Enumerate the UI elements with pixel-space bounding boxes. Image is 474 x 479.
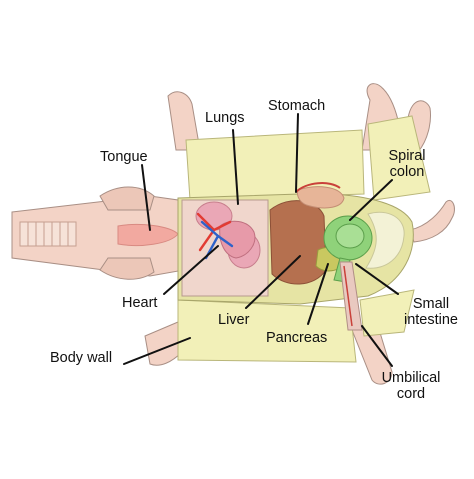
lower-hind-leg [351, 325, 393, 385]
upper-body-wall-flap [185, 129, 365, 201]
label-lungs: Lungs [205, 110, 245, 126]
tail [409, 200, 455, 243]
palate-ridge-lines [27, 222, 69, 246]
label-stomach: Stomach [268, 98, 326, 114]
liver-shape [269, 200, 327, 285]
label-small-intestine-line1: Small [412, 296, 450, 312]
label-liver: Liver [218, 312, 250, 328]
label-heart: Heart [122, 295, 158, 311]
label-spiral-colon: Spiral colon [384, 148, 430, 180]
label-umbilical-cord-line1: Umbilical [381, 370, 441, 386]
label-umbilical-cord: Umbilical cord [376, 370, 446, 402]
label-spiral-colon-line2: colon [389, 164, 425, 180]
label-pancreas: Pancreas [266, 330, 328, 346]
jaw-flap-upper [99, 186, 155, 211]
leader-lines [123, 113, 399, 367]
upper-right-flap [367, 115, 431, 201]
blood-vessels [196, 212, 234, 260]
label-tongue: Tongue [100, 149, 148, 165]
label-small-intestine-line2: intestine [403, 312, 458, 328]
small-intestine-shape [365, 211, 405, 269]
label-small-intestine: Small intestine [396, 296, 466, 328]
stomach-shape [297, 186, 345, 209]
label-spiral-colon-line1: Spiral [388, 148, 426, 164]
spiral-colon-inner [335, 223, 365, 249]
umbilical-vessel [343, 265, 353, 327]
palate-ridges [19, 221, 77, 247]
heart-shape [219, 220, 256, 259]
stomach-red-lining [295, 182, 341, 193]
label-body-wall: Body wall [50, 350, 113, 366]
label-umbilical-cord-line2: cord [396, 386, 426, 402]
jaw-flap-lower [99, 257, 155, 280]
